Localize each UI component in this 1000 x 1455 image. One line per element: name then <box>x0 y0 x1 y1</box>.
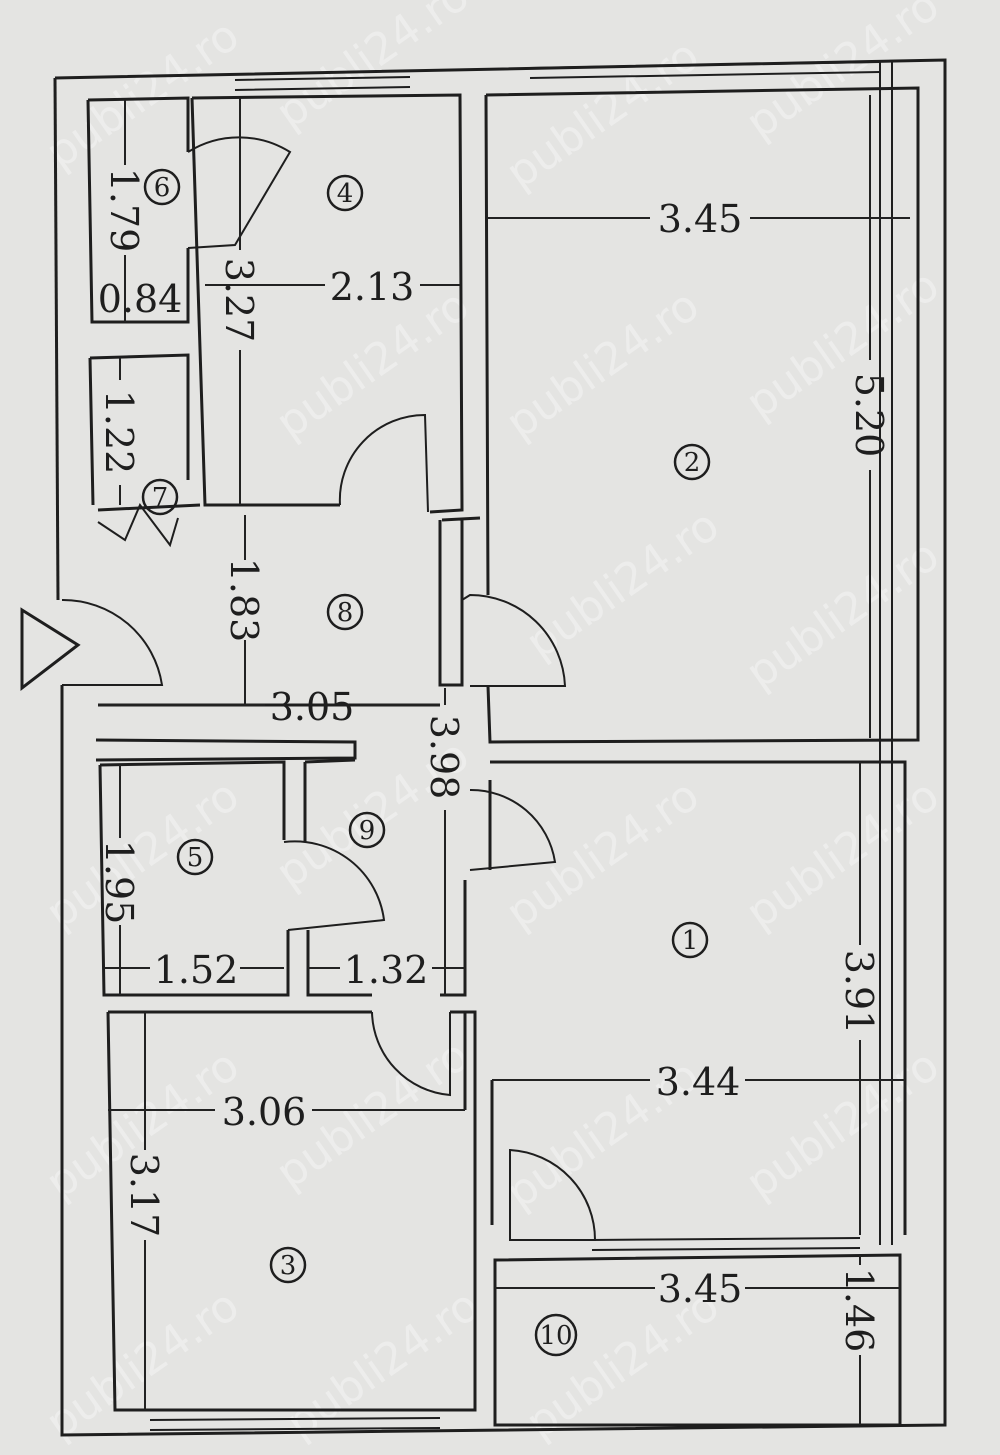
dim-room4-length: 3.27 <box>217 258 261 343</box>
dim-room4-width: 2.13 <box>330 265 415 309</box>
interior-walls <box>86 86 920 1427</box>
outer-wall <box>53 77 60 601</box>
room-8-label: 8 <box>326 593 364 631</box>
watermark-text: publi24.ro <box>497 30 708 199</box>
watermark-text: publi24.ro <box>37 1280 248 1449</box>
room-number: 1 <box>682 926 699 956</box>
window <box>591 1237 861 1251</box>
dimension-lines <box>98 95 910 1425</box>
dim-room5-length: 1.95 <box>97 840 141 925</box>
outer-walls <box>53 58 947 1437</box>
dim-room7-length: 1.22 <box>97 390 141 475</box>
room-labels: 1 2 3 4 5 6 7 8 <box>141 168 711 1357</box>
watermark-text: publi24.ro <box>37 10 248 179</box>
room-7-label: 7 <box>141 478 179 516</box>
wall-room-4 <box>97 93 464 514</box>
wall-room-2 <box>484 86 920 744</box>
dim-room6-width: 0.84 <box>98 277 183 321</box>
dimension-labels: 3.45 5.20 2.13 3.27 1.79 0.84 1.22 1.83 … <box>97 168 891 1353</box>
room-9-label: 9 <box>348 811 386 849</box>
door-swing <box>97 503 179 548</box>
door-swing <box>338 413 429 513</box>
door-swing <box>61 598 164 686</box>
watermark-text: publi24.ro <box>37 770 248 939</box>
room-number: 5 <box>187 843 204 873</box>
wall-room-10 <box>493 1253 902 1427</box>
dim-room5-width: 1.52 <box>154 948 239 992</box>
room-3-label: 3 <box>269 1246 307 1284</box>
wall-room-8-bottom <box>95 703 440 762</box>
dim-room2-width: 3.45 <box>658 197 743 241</box>
dim-room2-length: 5.20 <box>847 373 891 458</box>
room-number: 2 <box>684 448 701 478</box>
dim-room3-length: 3.17 <box>122 1153 166 1238</box>
door-swing <box>509 1148 597 1241</box>
door-swing <box>461 593 567 687</box>
room-number: 7 <box>152 483 169 513</box>
dim-room3-width: 3.06 <box>222 1090 307 1134</box>
dim-room9-width: 1.32 <box>344 948 429 992</box>
dim-room1-width: 3.44 <box>656 1060 741 1104</box>
door-swing <box>469 788 557 871</box>
wall-corridor <box>438 516 481 687</box>
room-4-label: 4 <box>326 174 364 212</box>
room-number: 10 <box>539 1321 572 1351</box>
doors <box>61 136 597 1241</box>
room-10-label: 10 <box>534 1313 578 1357</box>
dim-corridor-length: 3.98 <box>422 715 466 800</box>
door-swing <box>187 136 292 249</box>
wall-room-5 <box>98 760 290 997</box>
dim-room8-width: 3.05 <box>270 685 355 729</box>
watermark-text: publi24.ro <box>737 770 948 939</box>
wall-room-1 <box>488 760 907 1235</box>
watermark-text: publi24.ro <box>277 1280 488 1449</box>
room-1-label: 1 <box>671 921 709 959</box>
door-swing <box>283 840 386 931</box>
dim-room1-length: 3.91 <box>837 950 881 1035</box>
watermark-text: publi24.ro <box>497 280 708 449</box>
window <box>149 61 881 1431</box>
room-5-label: 5 <box>176 838 214 876</box>
room-number: 9 <box>359 816 376 846</box>
watermark-text: publi24.ro <box>497 770 708 939</box>
wall-room-9 <box>303 758 467 1110</box>
room-number: 3 <box>280 1251 297 1281</box>
wall-room-7 <box>88 353 190 506</box>
room-number: 4 <box>337 179 354 209</box>
door-swing <box>371 1011 451 1097</box>
dim-room10-length: 1.46 <box>837 1268 881 1353</box>
entrance-triangle-icon <box>20 607 81 692</box>
room-2-label: 2 <box>673 443 711 481</box>
wall-room-6 <box>86 96 190 324</box>
wall-room-3 <box>106 1010 477 1412</box>
dim-room8-length: 1.83 <box>222 558 266 643</box>
room-number: 8 <box>337 598 354 628</box>
watermark-text: publi24.ro <box>517 500 728 669</box>
room-6-label: 6 <box>143 168 181 206</box>
dim-room6-length: 1.79 <box>102 168 146 253</box>
watermark-text: publi24.ro <box>737 1040 948 1209</box>
dim-room10-width: 3.45 <box>658 1267 743 1311</box>
room-number: 6 <box>154 173 171 203</box>
